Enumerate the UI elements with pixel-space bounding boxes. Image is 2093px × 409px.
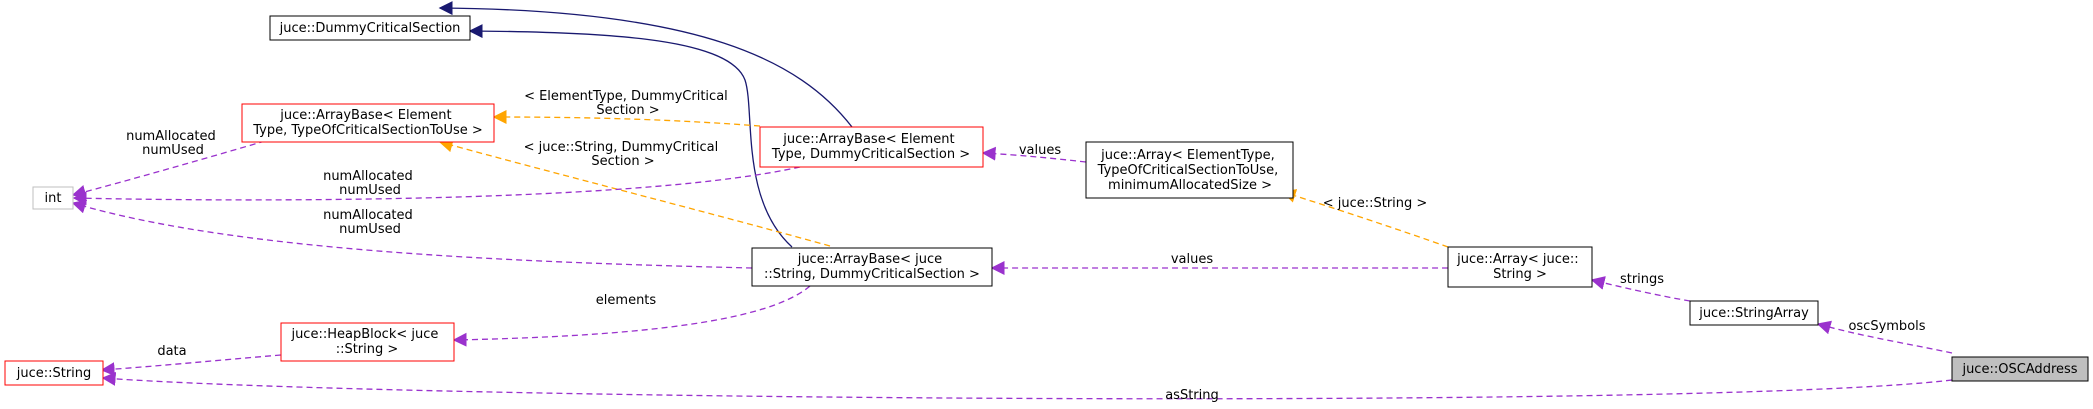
edge-label-as-string: asString	[1165, 388, 1219, 403]
edge-member-num-string	[71, 199, 753, 269]
edge-member-strings	[1590, 276, 1691, 302]
node-string[interactable]: juce::String	[4, 360, 104, 386]
edge-template-dummy	[492, 110, 761, 127]
node-array-base-string[interactable]: juce::ArrayBase< juce ::String, DummyCri…	[751, 247, 993, 287]
edge-label-num-string: numAllocated numUsed	[323, 208, 417, 237]
edge-label-num-generic: numAllocated numUsed	[126, 129, 220, 158]
edge-label-template-dummy: < ElementType, DummyCritical Section >	[524, 89, 732, 118]
node-heap-block[interactable]: juce::HeapBlock< juce ::String >	[280, 322, 455, 362]
svg-text:juce::HeapBlock< juce: juce::HeapBlock< juce ::String >	[290, 327, 442, 357]
svg-text:juce::Array< ElementType,: juce::Array< ElementType, TypeOfCritical…	[1097, 148, 1283, 193]
node-string-array[interactable]: juce::StringArray	[1689, 300, 1819, 326]
svg-text:juce::Array< juce:: St: juce::Array< juce:: String >	[1456, 252, 1583, 282]
node-osc-address[interactable]: juce::OSCAddress	[1951, 356, 2089, 382]
edge-label-num-dummy: numAllocated numUsed	[323, 169, 417, 198]
node-array-string[interactable]: juce::Array< juce:: String >	[1447, 246, 1593, 288]
edge-label-values-1: values	[1019, 143, 1062, 158]
node-array-generic[interactable]: juce::Array< ElementType, TypeOfCritical…	[1085, 141, 1294, 199]
edge-member-num-dummy	[72, 166, 801, 206]
node-array-base-dummy[interactable]: juce::ArrayBase< Element Type, DummyCrit…	[759, 126, 984, 168]
edge-label-strings: strings	[1620, 272, 1664, 287]
svg-text:juce::ArrayBase< Element: juce::ArrayBase< Element Type, TypeOfCri…	[252, 108, 483, 138]
svg-text:juce::ArrayBase< Element: juce::ArrayBase< Element Type, DummyCrit…	[771, 132, 970, 162]
edge-member-data	[100, 354, 282, 377]
svg-text:int: int	[45, 191, 62, 206]
edge-label-values-2: values	[1171, 252, 1214, 267]
node-array-base-generic[interactable]: juce::ArrayBase< Element Type, TypeOfCri…	[241, 103, 495, 143]
svg-text:juce::OSCAddress: juce::OSCAddress	[1961, 362, 2077, 377]
svg-text:juce::StringArray: juce::StringArray	[1698, 306, 1809, 321]
edge-member-as-string	[101, 371, 1953, 400]
edge-member-values-1	[981, 146, 1087, 163]
edge-label-template-string: < juce::String >	[1323, 196, 1428, 211]
edge-label-osc-symbols: oscSymbols	[1848, 319, 1925, 334]
edge-label-data: data	[157, 344, 186, 359]
svg-text:juce::DummyCriticalSection: juce::DummyCriticalSection	[279, 21, 461, 36]
node-dummy-critical-section[interactable]: juce::DummyCriticalSection	[269, 15, 471, 41]
edge-template-string-dummy	[438, 138, 831, 247]
edge-member-osc-symbols	[1816, 320, 1953, 354]
svg-text:juce::String: juce::String	[16, 366, 92, 381]
node-int[interactable]: int	[32, 186, 74, 210]
edge-member-elements	[452, 285, 811, 347]
edge-inherit-arraybase-dummy	[438, 1, 853, 128]
edge-inherit-arraybase-string	[468, 24, 793, 248]
edge-label-template-string-dummy: < juce::String, DummyCritical Section >	[524, 140, 723, 169]
svg-text:juce::ArrayBase< juce: juce::ArrayBase< juce ::String, DummyCri…	[764, 252, 980, 282]
edge-member-num-generic	[71, 140, 266, 199]
edge-template-string	[1281, 189, 1449, 248]
edge-label-elements: elements	[596, 293, 657, 308]
